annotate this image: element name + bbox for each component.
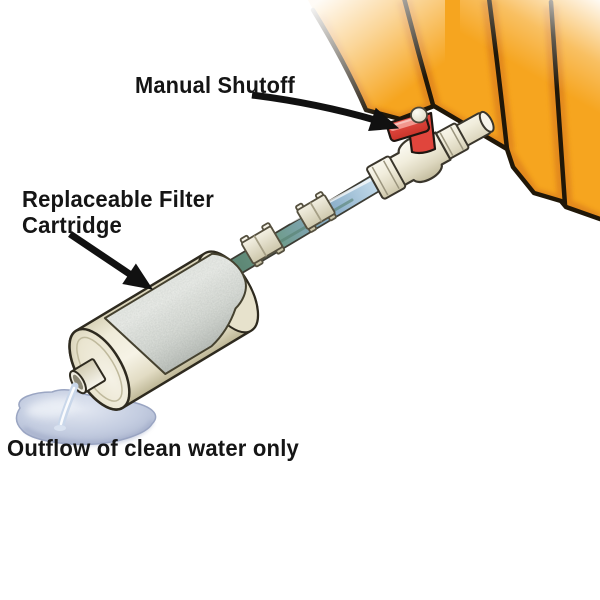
water-stream bbox=[54, 382, 79, 431]
label-manual-shutoff: Manual Shutoff bbox=[135, 72, 295, 98]
shutoff-valve bbox=[366, 106, 495, 200]
tube-coupler bbox=[295, 191, 337, 233]
label-outflow: Outflow of clean water only bbox=[7, 435, 299, 461]
valve-handle bbox=[386, 106, 437, 155]
label-replaceable-filter-line2: Cartridge bbox=[22, 212, 122, 238]
filter-cartridge-arrow bbox=[68, 231, 154, 290]
tube-coupler bbox=[239, 222, 286, 268]
valve-hex-nut bbox=[366, 155, 407, 200]
stream-splash bbox=[54, 425, 66, 431]
filter-media-shading bbox=[104, 253, 246, 375]
puddle-bottom-rim bbox=[22, 419, 154, 446]
label-replaceable-filter-line1: Replaceable Filter bbox=[22, 186, 214, 212]
filter-media bbox=[103, 252, 247, 376]
valve-stub-cap bbox=[478, 110, 495, 133]
wall-top-right-fade bbox=[460, 0, 600, 190]
filter-cartridge bbox=[68, 250, 260, 411]
spout-opening bbox=[72, 374, 84, 390]
wood-plank-wall bbox=[280, 0, 600, 222]
filter-media-outline bbox=[103, 252, 247, 376]
valve-pivot-ball bbox=[410, 106, 428, 124]
manual-shutoff-arrow bbox=[251, 91, 400, 131]
